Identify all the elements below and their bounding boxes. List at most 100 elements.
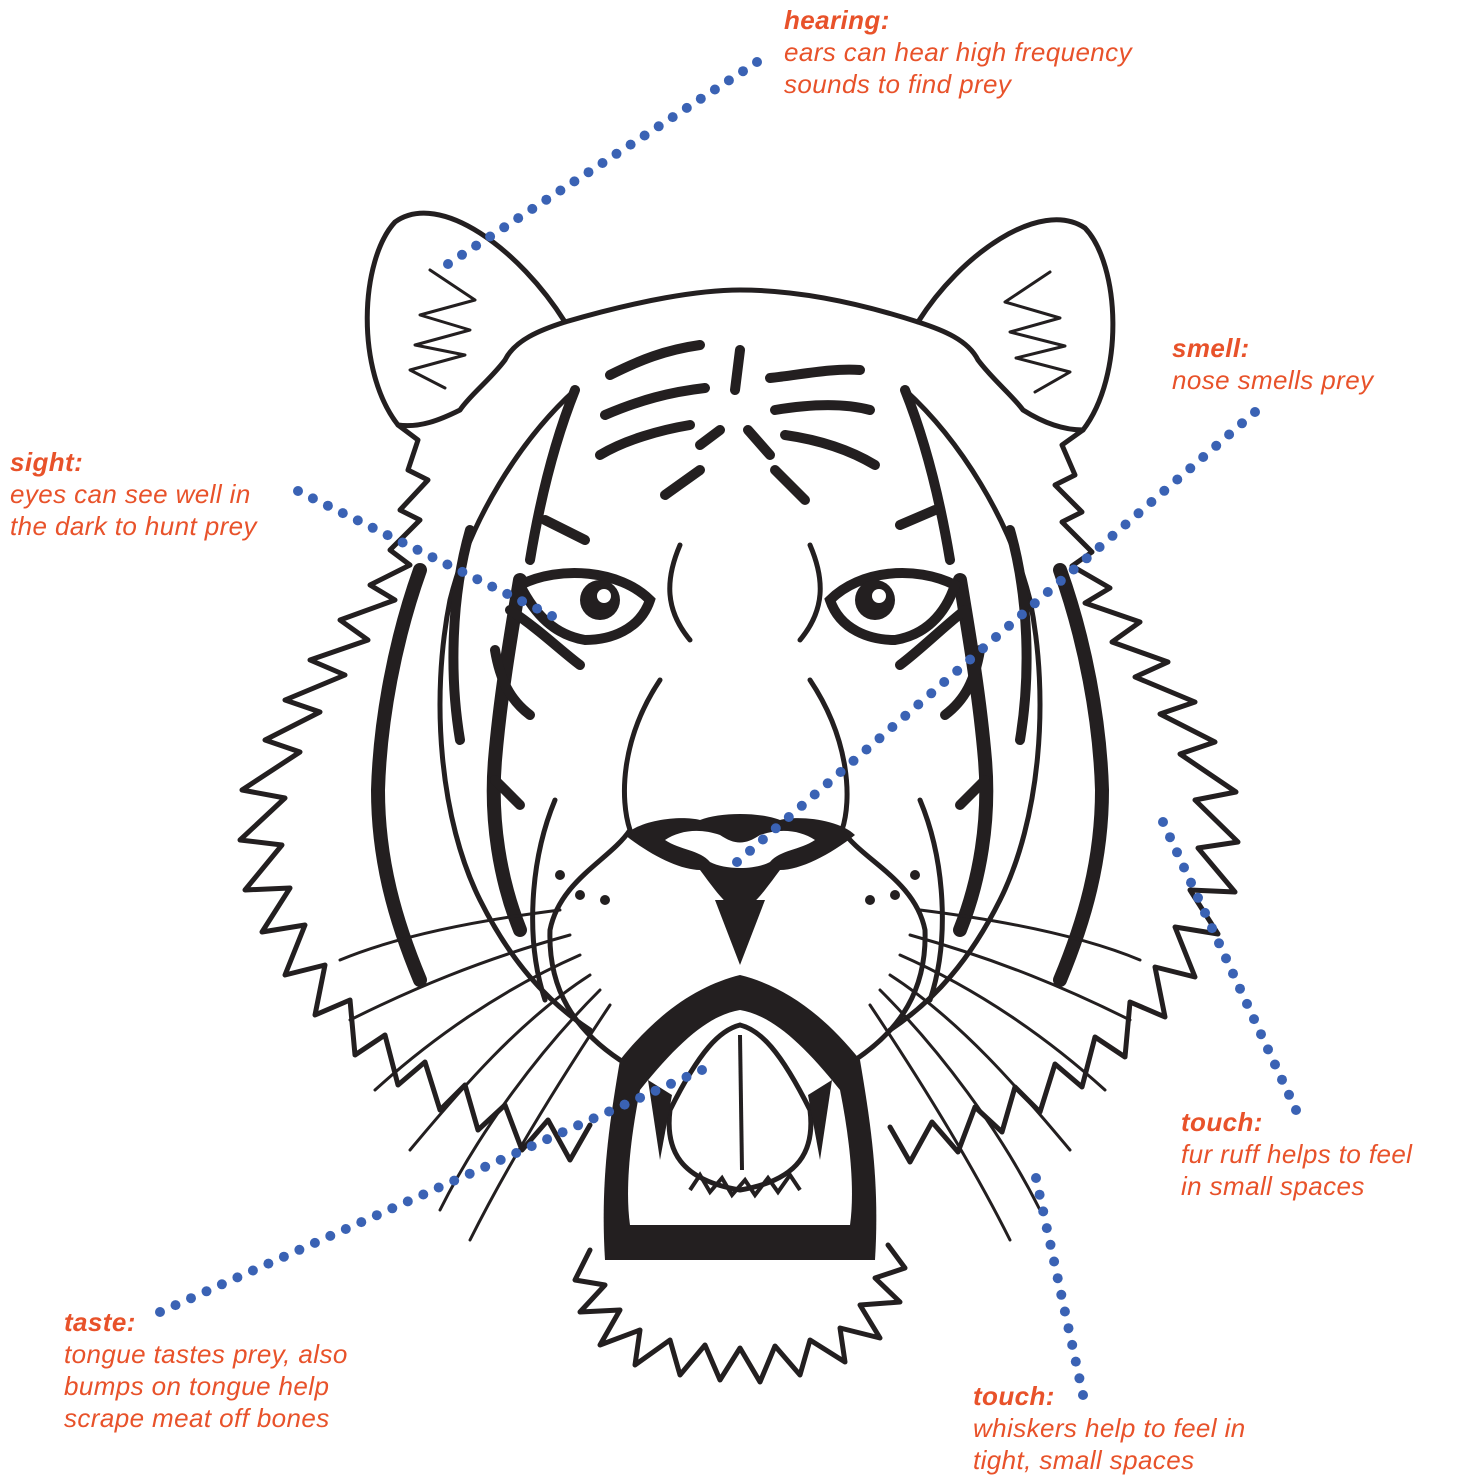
leader-dot-touch-whiskers xyxy=(1035,1190,1045,1200)
annotation-title: smell: xyxy=(1172,332,1373,364)
leader-dot-hearing xyxy=(499,222,509,232)
leader-dot-smell xyxy=(875,733,885,743)
leader-dot-touch-fur xyxy=(1242,999,1252,1009)
leader-dot-taste xyxy=(666,1079,676,1089)
annotation-touch-whiskers: touch: whiskers help to feel in tight, s… xyxy=(973,1380,1246,1476)
leader-dot-smell xyxy=(1017,610,1027,620)
leader-dot-touch-whiskers xyxy=(1046,1240,1056,1250)
leader-dot-touch-fur xyxy=(1158,817,1168,827)
annotation-line: eyes can see well in xyxy=(10,478,257,510)
annotation-line: tongue tastes prey, also xyxy=(64,1338,348,1370)
leader-dot-taste xyxy=(294,1245,304,1255)
leader-dot-smell xyxy=(1004,621,1014,631)
leader-dot-touch-whiskers xyxy=(1031,1173,1041,1183)
annotation-sight: sight: eyes can see well in the dark to … xyxy=(10,446,257,542)
leader-dot-sight xyxy=(428,552,438,562)
leader-dot-smell xyxy=(900,711,910,721)
annotation-title: hearing: xyxy=(784,4,1132,36)
leader-dot-sight xyxy=(383,530,393,540)
leader-dot-smell xyxy=(1211,441,1221,451)
leader-dot-taste xyxy=(186,1293,196,1303)
leader-dot-hearing xyxy=(612,149,622,159)
annotation-line: fur ruff helps to feel xyxy=(1181,1138,1412,1170)
leader-dot-sight xyxy=(517,596,527,606)
leader-dot-touch-fur xyxy=(1221,953,1231,963)
annotation-line: the dark to hunt prey xyxy=(10,510,257,542)
leader-dot-sight xyxy=(323,501,333,511)
leader-dot-taste xyxy=(465,1169,475,1179)
leader-dot-smell xyxy=(797,801,807,811)
leader-dot-touch-fur xyxy=(1172,847,1182,857)
leader-dot-sight xyxy=(308,493,318,503)
leader-dot-taste xyxy=(573,1120,583,1130)
leader-dot-taste xyxy=(372,1210,382,1220)
leader-dot-touch-whiskers xyxy=(1049,1257,1059,1267)
leader-dot-taste xyxy=(604,1107,614,1117)
leader-dot-touch-fur xyxy=(1207,923,1217,933)
leader-dot-smell xyxy=(1030,598,1040,608)
leader-dot-touch-fur xyxy=(1263,1044,1273,1054)
leader-dot-smell xyxy=(1198,452,1208,462)
leader-dot-touch-whiskers xyxy=(1071,1357,1081,1367)
leader-dot-touch-fur xyxy=(1235,984,1245,994)
leader-dot-taste xyxy=(434,1183,444,1193)
leader-dot-smell xyxy=(965,655,975,665)
annotation-line: scrape meat off bones xyxy=(64,1402,348,1434)
annotation-line: tight, small spaces xyxy=(973,1444,1246,1476)
annotation-title: taste: xyxy=(64,1306,348,1338)
leader-dot-taste xyxy=(589,1113,599,1123)
annotation-hearing: hearing: ears can hear high frequency so… xyxy=(784,4,1132,100)
leader-dot-touch-fur xyxy=(1256,1029,1266,1039)
leader-dot-hearing xyxy=(471,241,481,251)
annotation-title: touch: xyxy=(973,1380,1246,1412)
leader-dot-smell xyxy=(1095,542,1105,552)
leader-dot-smell xyxy=(732,857,742,867)
leader-dot-hearing xyxy=(513,213,523,223)
annotation-line: ears can hear high frequency xyxy=(784,36,1132,68)
leader-dot-touch-fur xyxy=(1179,863,1189,873)
leader-dot-taste xyxy=(496,1155,506,1165)
leader-dot-smell xyxy=(1121,520,1131,530)
leader-dot-smell xyxy=(1134,508,1144,518)
leader-dot-sight xyxy=(338,508,348,518)
leader-dot-touch-whiskers xyxy=(1060,1307,1070,1317)
leader-dot-taste xyxy=(310,1238,320,1248)
annotation-line: sounds to find prey xyxy=(784,68,1132,100)
leader-dot-touch-whiskers xyxy=(1056,1290,1066,1300)
leader-dot-smell xyxy=(810,790,820,800)
annotation-line: in small spaces xyxy=(1181,1170,1412,1202)
leader-dot-hearing xyxy=(584,167,594,177)
leader-dot-taste xyxy=(651,1086,661,1096)
leader-dot-hearing xyxy=(654,121,664,131)
annotation-title: sight: xyxy=(10,446,257,478)
leader-dot-touch-fur xyxy=(1249,1014,1259,1024)
leader-dot-hearing xyxy=(668,112,678,122)
leader-dot-smell xyxy=(952,666,962,676)
leader-dot-smell xyxy=(1250,407,1260,417)
leader-dot-taste xyxy=(620,1100,630,1110)
leader-dot-taste xyxy=(263,1259,273,1269)
leader-dot-hearing xyxy=(682,103,692,113)
annotation-line: whiskers help to feel in xyxy=(973,1412,1246,1444)
leader-dot-hearing xyxy=(626,140,636,150)
leader-dot-hearing xyxy=(640,131,650,141)
leader-dot-touch-fur xyxy=(1186,878,1196,888)
leader-dot-hearing xyxy=(527,204,537,214)
leader-dot-touch-whiskers xyxy=(1064,1323,1074,1333)
leader-dot-hearing xyxy=(443,259,453,269)
leader-dot-taste xyxy=(279,1252,289,1262)
leader-dot-taste xyxy=(418,1190,428,1200)
leader-dot-sight xyxy=(532,604,542,614)
leader-dot-smell xyxy=(939,677,949,687)
leader-dot-taste xyxy=(387,1203,397,1213)
leader-dot-smell xyxy=(1185,463,1195,473)
leader-dot-sight xyxy=(502,589,512,599)
leader-dot-touch-whiskers xyxy=(1038,1206,1048,1216)
leader-dot-hearing xyxy=(569,176,579,186)
annotation-taste: taste: tongue tastes prey, also bumps on… xyxy=(64,1306,348,1434)
leader-dot-hearing xyxy=(724,75,734,85)
leader-dot-hearing xyxy=(457,250,467,260)
leader-dot-hearing xyxy=(696,94,706,104)
leader-dot-smell xyxy=(745,846,755,856)
